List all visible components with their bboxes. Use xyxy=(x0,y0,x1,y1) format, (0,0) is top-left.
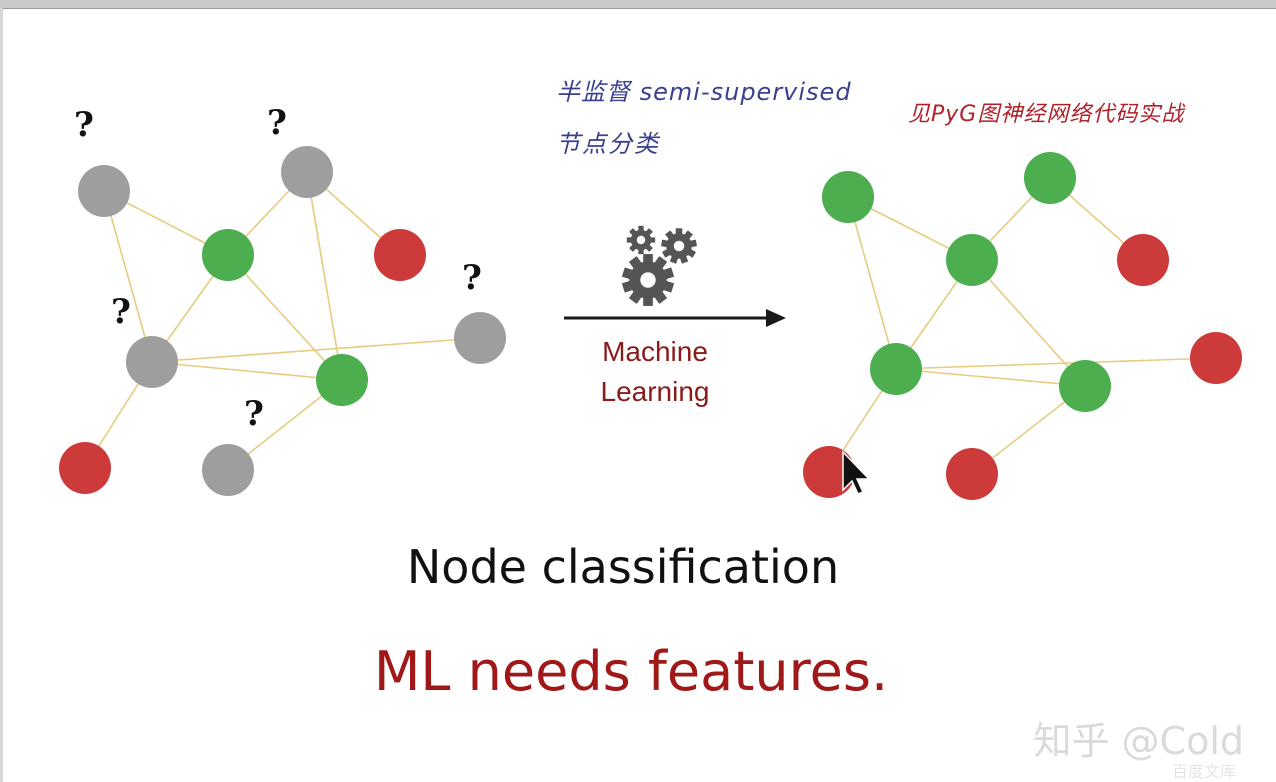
graph-node-red xyxy=(1117,234,1169,286)
gear-hole xyxy=(673,240,685,252)
mouse-cursor-icon xyxy=(842,450,871,495)
pyg-reference-note: 见PyG图神经网络代码实战 xyxy=(908,102,1185,127)
gears-icon xyxy=(621,225,698,306)
graph-edge xyxy=(103,190,153,363)
graph-node-green xyxy=(946,234,998,286)
gear-tooth xyxy=(643,294,653,306)
unknown-mark: ? xyxy=(462,258,482,298)
graph-edge xyxy=(895,368,1086,387)
graph-node-unknown xyxy=(281,146,333,198)
subtitle: ML needs features. xyxy=(373,640,889,703)
graph-edge xyxy=(151,337,481,363)
watermark-faint: 百度文库 xyxy=(1171,762,1236,781)
graph-node-red xyxy=(946,448,998,500)
top-border xyxy=(0,0,1276,9)
graph-edge xyxy=(847,196,897,370)
graph-node-unknown xyxy=(126,336,178,388)
graph-node-red xyxy=(803,446,855,498)
graph-node-green xyxy=(1024,152,1076,204)
arrow-label-machine: Machine xyxy=(602,336,708,367)
gear-tooth xyxy=(675,228,683,236)
semi-supervised-note: 半监督 semi-supervised xyxy=(556,78,852,106)
node-classification-cn-note: 节点分类 xyxy=(556,130,660,158)
graph-node-unknown xyxy=(78,165,130,217)
graph-edge xyxy=(227,254,343,381)
gear-small-icon xyxy=(626,225,656,255)
graph-edge xyxy=(895,357,1217,370)
arrow-label-learning: Learning xyxy=(600,376,710,407)
gear-hole xyxy=(640,272,656,288)
graph-node-green xyxy=(822,171,874,223)
graph-node-green xyxy=(1059,360,1111,412)
gear-tooth xyxy=(643,254,653,266)
unknown-mark: ? xyxy=(267,103,287,143)
graph-node-green xyxy=(202,229,254,281)
graph-node-red xyxy=(1190,332,1242,384)
graph-node-green xyxy=(870,343,922,395)
watermark: 知乎 @Cold xyxy=(1033,719,1244,763)
graph-node-unknown xyxy=(202,444,254,496)
graph-node-green xyxy=(316,354,368,406)
graph-node-red xyxy=(374,229,426,281)
unknown-mark: ? xyxy=(111,292,131,332)
graph-before: ????? xyxy=(59,103,506,496)
gear-large-icon xyxy=(621,254,675,306)
ml-arrow xyxy=(564,309,786,327)
main-title: Node classification xyxy=(406,540,840,594)
gear-medium-icon xyxy=(660,228,698,264)
arrow-head xyxy=(766,309,786,327)
gear-tooth xyxy=(638,225,644,232)
graph-edge xyxy=(306,171,343,381)
graph-edge xyxy=(971,259,1086,387)
unknown-mark: ? xyxy=(244,394,264,434)
graph-node-unknown xyxy=(454,312,506,364)
graph-node-red xyxy=(59,442,111,494)
gear-hole xyxy=(636,235,646,245)
graph-after xyxy=(803,152,1242,500)
left-border xyxy=(0,8,3,782)
unknown-mark: ? xyxy=(74,105,94,145)
gear-tooth xyxy=(638,248,644,255)
graph-edge xyxy=(151,361,343,381)
